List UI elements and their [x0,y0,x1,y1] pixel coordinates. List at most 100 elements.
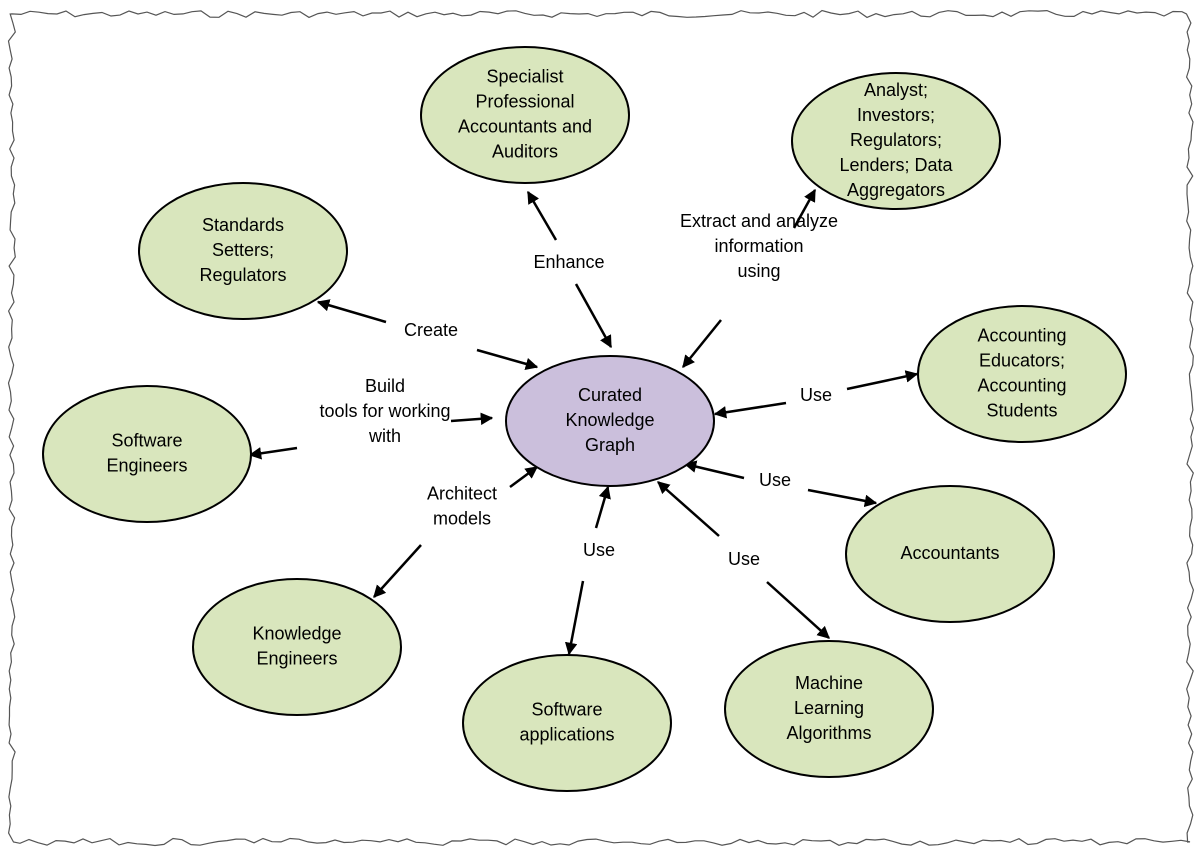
node-label-line: Knowledge [565,410,654,430]
edge-use-accountants-label: Use [759,470,791,490]
node-label-line: Regulators [199,265,286,285]
edge-label-line: Extract and analyze [680,211,838,231]
edge-enhance-label: Enhance [533,252,604,272]
edge-build-arrow-0 [450,412,494,426]
edge-use-educators-arrow-0 [713,401,787,419]
node-label-line: Students [986,400,1057,420]
edge-use-educators-arrow-1 [846,370,919,391]
edge-use-accountants: Use [683,460,878,508]
node-accountants-label: Accountants [900,543,999,563]
edge-extract-arrow-0 [682,319,722,368]
edges-layer: Enhance Extract and analyze information usi… [248,188,919,656]
edge-build-arrow-1 [248,446,298,460]
edge-label-line: information [714,236,803,256]
node-analysts-label: Analyst; Investors; Regulators; Lenders; Da… [839,80,953,200]
edge-label-line: models [433,508,491,528]
edge-use-educators-label: Use [800,385,832,405]
edge-architect-label: Architect models [427,483,497,528]
edge-create-arrow-1 [316,299,387,324]
node-label-line: Auditors [492,141,558,161]
edge-architect-arrow-0 [509,465,539,489]
node-software-apps: Software applications [462,654,672,792]
edge-label-line: Use [728,549,760,569]
edge-use-ml: Use [657,481,830,639]
node-center-shape [505,355,715,487]
edge-architect-arrow-1 [373,544,422,598]
node-label-line: Lenders; Data [839,155,953,175]
node-label-line: Engineers [106,455,187,475]
edge-label-line: Build [365,376,405,396]
node-label-line: Accounting [977,375,1066,395]
node-label-line: Investors; [857,105,935,125]
edge-enhance: Enhance [526,190,613,349]
node-software-apps-shape [462,654,672,792]
node-label-line: Software [531,699,602,719]
node-label-line: Algorithms [786,723,871,743]
node-label-line: Graph [585,435,635,455]
edge-use-ml-label: Use [728,549,760,569]
node-label-line: Specialist [486,66,563,86]
edge-use-accountants-arrow-1 [807,488,878,508]
edge-use-ml-arrow-1 [766,581,830,639]
node-educators-shape [917,305,1127,443]
edge-label-line: Enhance [533,252,604,272]
edge-extract-arrow-1 [792,188,817,229]
node-label-line: Learning [794,698,864,718]
node-label-line: Accounting [977,325,1066,345]
node-label-line: applications [519,724,614,744]
edge-architect: Architect models [373,465,539,598]
edge-use-accountants-arrow-0 [683,460,745,480]
node-software-apps-label: Software applications [519,699,614,744]
node-accountants-shape [845,485,1055,623]
edge-create-arrow-0 [476,348,539,370]
node-label-line: Regulators; [850,130,942,150]
node-label-line: Curated [578,385,642,405]
node-analysts-shape [791,72,1001,210]
edge-enhance-arrow-0 [574,283,613,349]
node-knowledge-engineers-shape [192,578,402,716]
node-label-line: Knowledge [252,623,341,643]
node-label-line: Educators; [979,350,1065,370]
edge-label-line: using [737,261,780,281]
node-label-line: Accountants [900,543,999,563]
edge-extract-label: Extract and analyze information using [680,211,838,281]
edge-create-label: Create [404,320,458,340]
edge-use-educators: Use [713,370,919,419]
node-label-line: Machine [795,673,863,693]
node-specialist-shape [420,46,630,184]
edge-use-apps: Use [564,485,615,656]
node-label-line: Setters; [212,240,274,260]
node-software-engineers-shape [42,385,252,523]
node-label-line: Engineers [256,648,337,668]
edge-label-line: Create [404,320,458,340]
edge-label-line: tools for working [319,401,450,421]
node-analysts: Analyst; Investors; Regulators; Lenders; Da… [791,72,1001,210]
edge-use-apps-arrow-0 [594,485,611,529]
edge-label-line: Use [583,540,615,560]
node-label-line: Aggregators [847,180,945,200]
edge-build-label: Build tools for working with [319,376,450,446]
node-standards-shape [138,182,348,320]
edge-extract: Extract and analyze information using [680,188,838,368]
edge-label-line: with [368,426,401,446]
edge-use-apps-label: Use [583,540,615,560]
edge-label-line: Use [800,385,832,405]
edge-build: Build tools for working with [248,376,494,460]
node-label-line: Analyst; [864,80,928,100]
edge-label-line: Architect [427,483,497,503]
